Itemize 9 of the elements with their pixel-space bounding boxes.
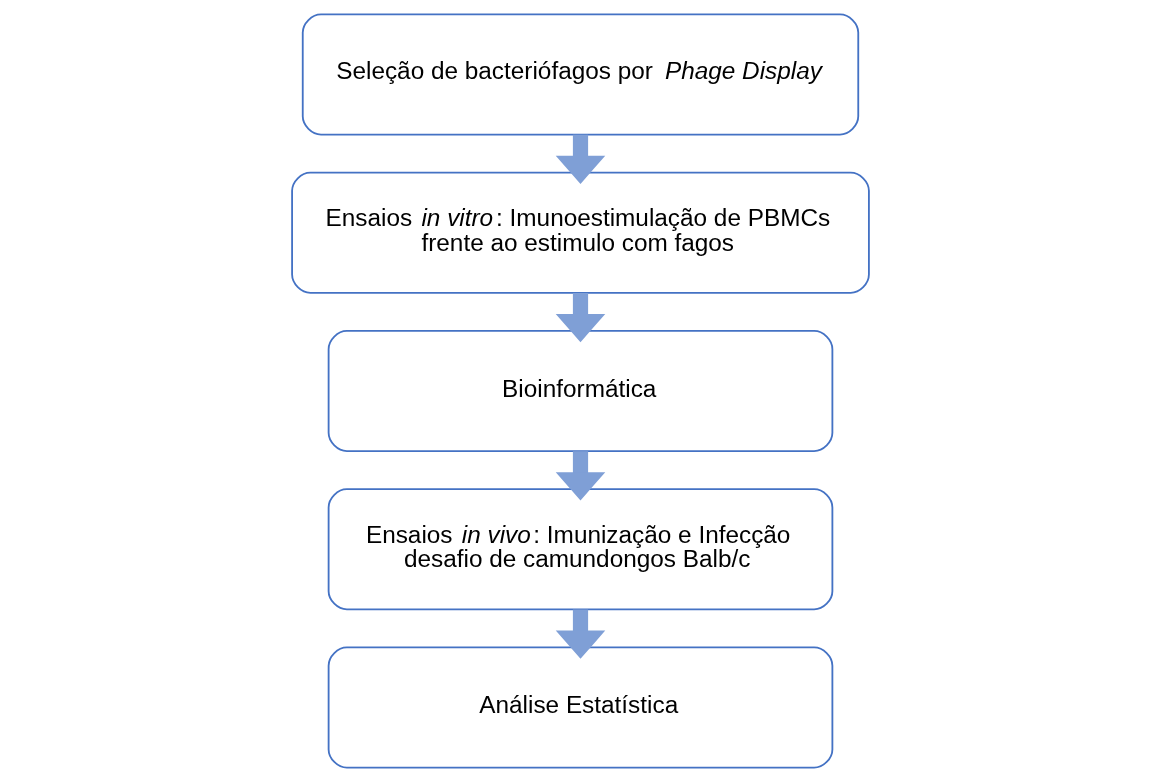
arrow: [555, 609, 605, 659]
node-box: Ensaios in vitro: Imunoestimulação de PBMCs frente ao estimulo com fagos: [290, 171, 870, 294]
node-box: Seleção de bacteriófagos por Phage Display: [301, 13, 859, 136]
node-box: Análise Estatística: [327, 646, 833, 769]
node-box: Ensaios in vivo: Imunização e Infecção desafio de camundongos Balb/c: [327, 488, 833, 611]
arrow: [555, 292, 605, 343]
arrow: [555, 134, 605, 184]
arrow: [555, 451, 605, 501]
node-box: Bioinformática: [327, 329, 833, 453]
